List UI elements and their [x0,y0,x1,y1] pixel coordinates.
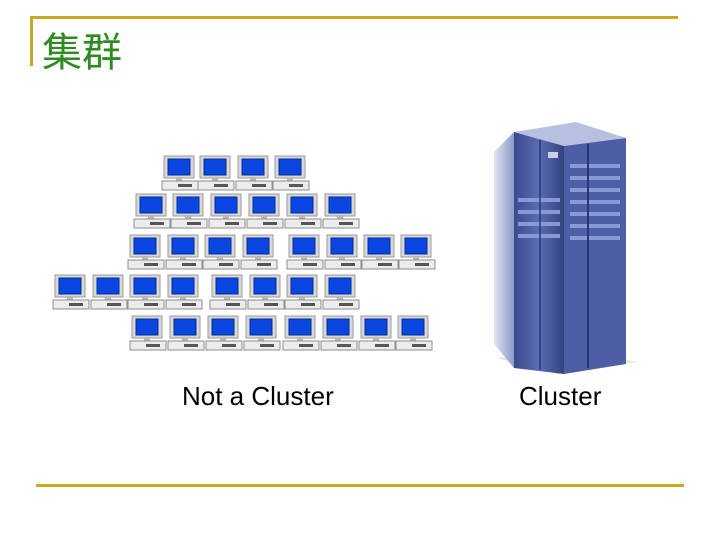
desktop-computer-icon [324,234,362,270]
desktop-computer-icon [398,234,436,270]
desktop-computer-icon [165,274,203,310]
desktop-computer-icon [282,315,320,351]
desktop-computer-icon [284,193,322,229]
frame-left-line [30,16,33,66]
desktop-computer-icon [284,274,322,310]
desktop-computer-icon [322,193,360,229]
desktop-computer-icon [90,274,128,310]
cluster-label: Cluster [519,381,602,411]
desktop-computer-icon [322,274,360,310]
desktop-computer-icon [395,315,433,351]
desktop-computer-icon [272,155,310,191]
desktop-computer-icon [247,274,285,310]
desktop-computer-icon [246,193,284,229]
server-rack-icon [488,118,638,374]
slide-title: 集群 [42,30,122,76]
desktop-computer-icon [127,274,165,310]
desktop-computer-icon [133,193,171,229]
desktop-computer-icon [243,315,281,351]
desktop-computer-icon [170,193,208,229]
desktop-computer-icon [358,315,396,351]
desktop-computer-icon [161,155,199,191]
desktop-computer-icon [209,274,247,310]
desktop-computer-icon [165,234,203,270]
desktop-computer-icon [240,234,278,270]
desktop-computer-icon [205,315,243,351]
desktop-computer-icon [127,234,165,270]
desktop-computer-icon [167,315,205,351]
desktop-computer-icon [235,155,273,191]
desktop-computer-icon [129,315,167,351]
desktop-computer-icon [202,234,240,270]
desktop-computer-icon [52,274,90,310]
desktop-computer-icon [320,315,358,351]
frame-bottom-line [36,484,684,487]
desktop-computer-icon [361,234,399,270]
frame-top-line [30,16,678,19]
not-a-cluster-label: Not a Cluster [182,381,334,411]
desktop-computer-icon [197,155,235,191]
desktop-computer-icon [286,234,324,270]
desktop-computer-icon [208,193,246,229]
